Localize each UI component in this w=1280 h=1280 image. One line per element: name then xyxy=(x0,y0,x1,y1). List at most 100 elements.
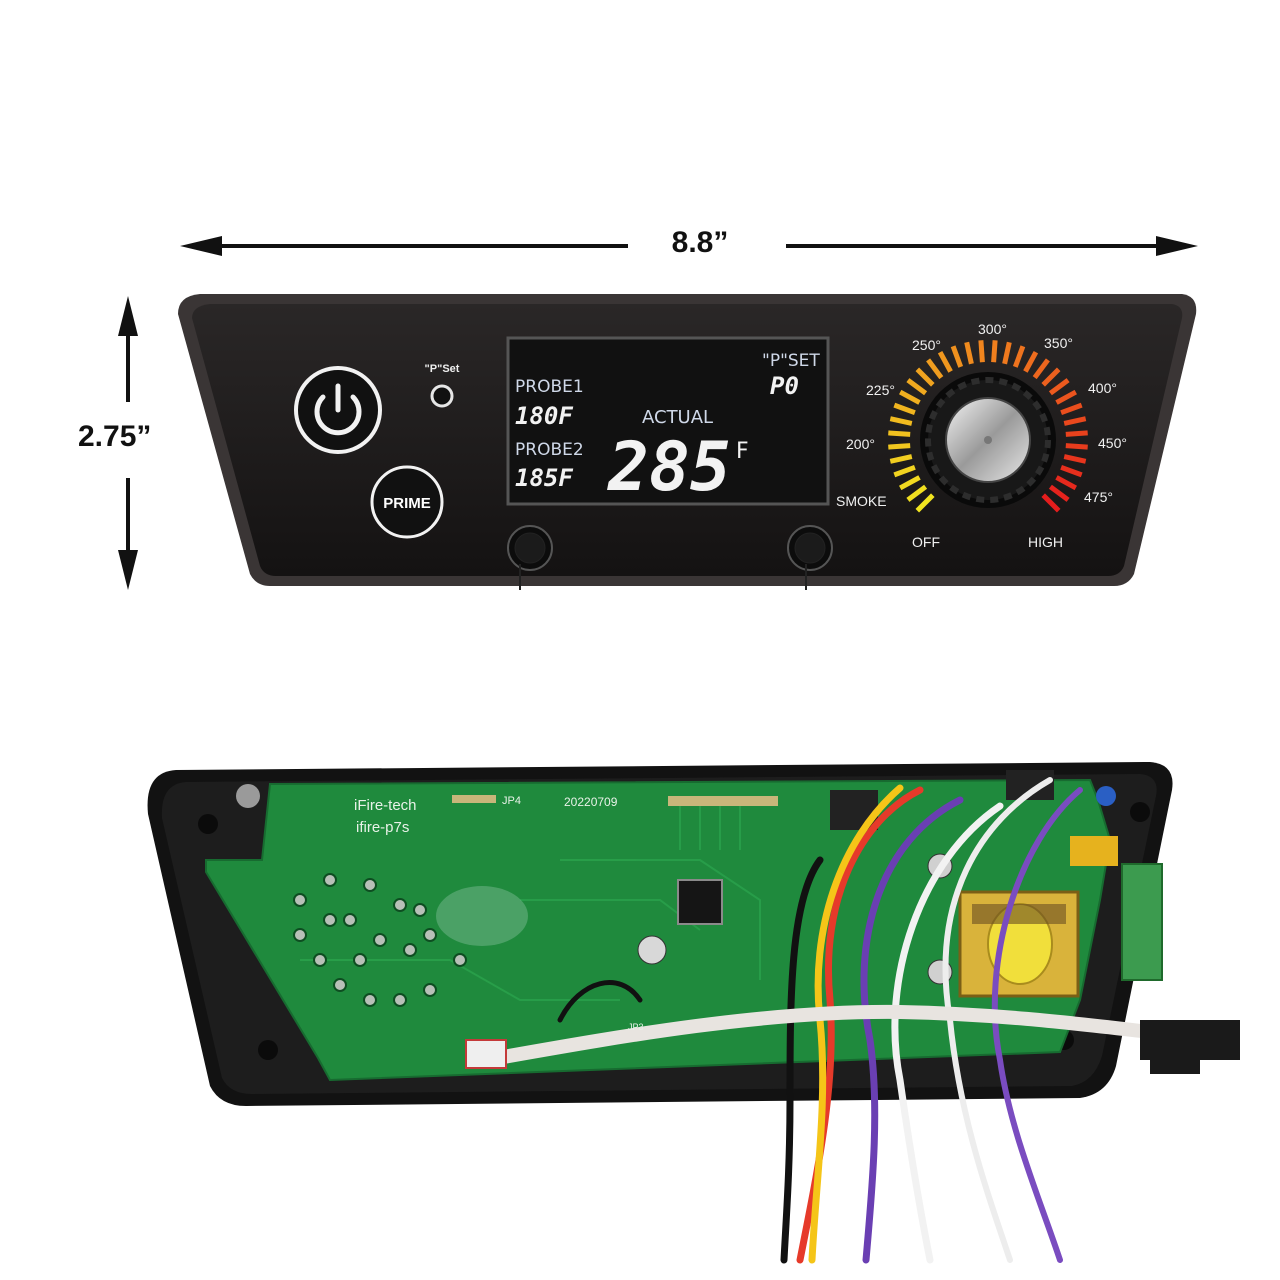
scale-tick xyxy=(1060,464,1083,478)
dial-label-smoke: SMOKE xyxy=(836,493,887,509)
dial-label-225: 225° xyxy=(866,382,895,398)
probe2-value: 185F xyxy=(515,464,573,492)
scale-tick xyxy=(1065,430,1088,437)
led-pad xyxy=(293,928,307,942)
led-pad xyxy=(313,953,327,967)
prime-label: PRIME xyxy=(383,495,431,512)
board-maker: iFire-tech xyxy=(354,797,417,814)
scale-tick xyxy=(915,493,935,513)
screw-hole xyxy=(1130,802,1150,822)
actual-temperature: 285 xyxy=(607,428,731,507)
scale-tick xyxy=(1041,367,1061,387)
board-date-code: 20220709 xyxy=(564,795,618,809)
scale-tick xyxy=(899,389,921,405)
pin-header xyxy=(668,796,778,806)
scale-tick xyxy=(906,378,928,396)
dial-label-450: 450° xyxy=(1098,435,1127,451)
scale-tick xyxy=(893,402,916,416)
dial-label-250: 250° xyxy=(912,337,941,353)
scale-tick xyxy=(888,443,911,450)
led-pad xyxy=(403,943,417,957)
scale-tick xyxy=(1063,454,1087,464)
scale-tick xyxy=(978,340,985,363)
scale-tick xyxy=(937,351,953,373)
dial-label-200: 200° xyxy=(846,436,875,452)
lcd-pset-value: P0 xyxy=(770,372,799,400)
lcd-pset-label: "P"SET xyxy=(762,351,820,371)
dial-label-off: OFF xyxy=(912,534,940,550)
led-pad xyxy=(333,978,347,992)
microcontroller xyxy=(677,879,723,925)
led-pad xyxy=(423,983,437,997)
actual-unit: F xyxy=(736,439,749,464)
led-pad xyxy=(373,933,387,947)
dial-label-350: 350° xyxy=(1044,335,1073,351)
scale-tick xyxy=(1063,416,1087,426)
power-icon xyxy=(314,383,362,436)
scale-tick xyxy=(893,464,916,478)
dial-label-475: 475° xyxy=(1084,489,1113,505)
dial-label-high: HIGH xyxy=(1028,534,1063,550)
film-capacitor xyxy=(1070,836,1118,866)
wire-harness xyxy=(479,777,1157,1264)
prime-button[interactable] xyxy=(370,465,444,539)
scale-tick xyxy=(1032,358,1050,380)
power-button[interactable] xyxy=(294,366,382,454)
capacitor xyxy=(637,935,667,965)
led-pad xyxy=(423,928,437,942)
scale-tick xyxy=(1048,484,1070,502)
scale-tick xyxy=(915,367,935,387)
led-pad xyxy=(343,913,357,927)
scale-tick xyxy=(1065,443,1088,450)
scale-tick xyxy=(1055,389,1077,405)
scale-tick xyxy=(950,345,964,368)
scale-tick xyxy=(1012,345,1026,368)
pset-label: "P"Set xyxy=(425,363,460,375)
led-pad xyxy=(293,893,307,907)
led-pad xyxy=(453,953,467,967)
screw-hole xyxy=(258,1040,278,1060)
mounting-screw xyxy=(236,784,260,808)
probe2-label: PROBE2 xyxy=(515,440,584,460)
board-model: ifire-p7s xyxy=(356,819,409,836)
lcd-screen xyxy=(506,336,830,506)
scale-tick xyxy=(1060,402,1083,416)
temperature-scale xyxy=(888,340,1088,513)
scale-tick xyxy=(906,484,928,502)
pset-button[interactable] xyxy=(430,384,454,408)
led-pad xyxy=(323,873,337,887)
height-dimension-label: 2.75” xyxy=(78,420,152,453)
right-probe-jack[interactable] xyxy=(787,525,833,590)
probe1-value: 180F xyxy=(515,402,573,430)
glue-blob xyxy=(436,886,528,946)
screw-hole xyxy=(198,814,218,834)
led-pad xyxy=(363,878,377,892)
left-probe-jack[interactable] xyxy=(507,525,553,590)
scale-tick xyxy=(888,430,911,437)
dial-label-300: 300° xyxy=(978,321,1007,337)
led-pad xyxy=(363,993,377,1007)
dial-label-400: 400° xyxy=(1088,380,1117,396)
terminal-block xyxy=(1121,863,1163,981)
scale-tick xyxy=(1023,351,1039,373)
led-pad xyxy=(323,913,337,927)
probe-connector xyxy=(465,1039,507,1069)
board-jp3-label: JP3 xyxy=(628,1022,644,1032)
scale-tick xyxy=(1055,475,1077,491)
board-connector-label: JP4 xyxy=(502,795,521,807)
width-dimension-label: 8.8” xyxy=(671,226,729,259)
scale-tick xyxy=(889,416,913,426)
scale-tick xyxy=(889,454,913,464)
scale-tick xyxy=(1002,341,1012,365)
led-pad xyxy=(393,993,407,1007)
temperature-dial[interactable] xyxy=(920,372,1056,508)
probe1-label: PROBE1 xyxy=(515,377,584,397)
ceramic-capacitor xyxy=(1096,786,1116,806)
scale-tick xyxy=(964,341,974,365)
led-pad xyxy=(413,903,427,917)
